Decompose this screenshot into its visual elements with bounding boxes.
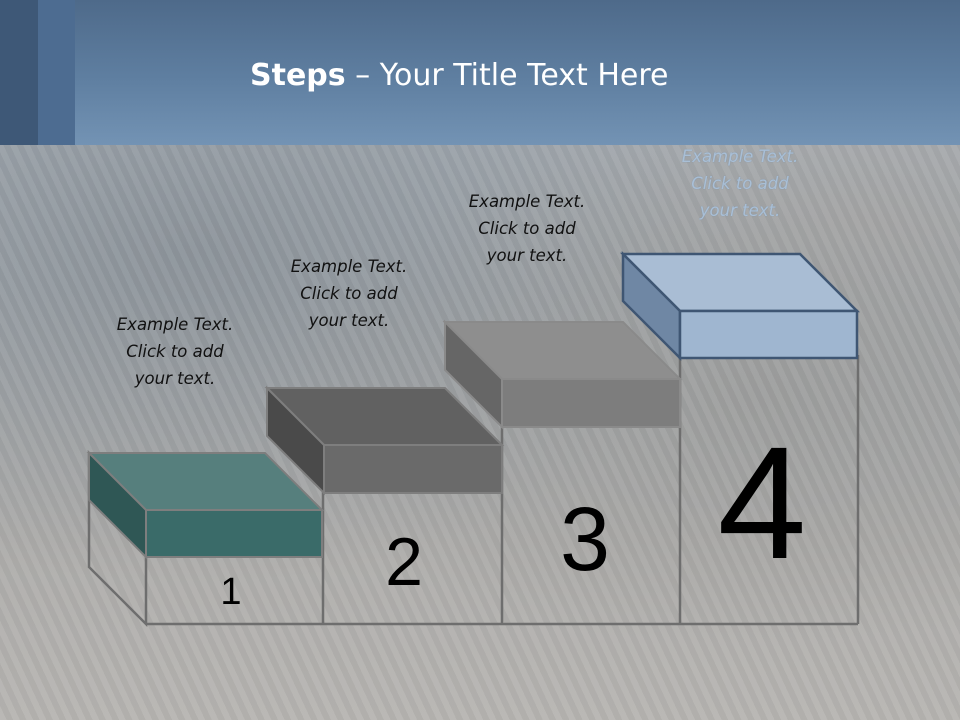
step-caption-2[interactable]: Example Text. Click to add your text. [264, 253, 434, 334]
step-caption-3[interactable]: Example Text. Click to add your text. [442, 188, 612, 269]
accent-band-dark [0, 0, 38, 145]
caption-line: Click to add [478, 219, 576, 238]
caption-line: Example Text. [468, 192, 586, 211]
step-block-3[interactable] [442, 319, 683, 430]
step-block-4-front [678, 309, 859, 360]
step-caption-4[interactable]: Example Text. Click to add your text. [655, 143, 825, 224]
caption-line: Click to add [691, 174, 789, 193]
caption-line: Click to add [126, 342, 224, 361]
accent-band-mid [38, 0, 75, 145]
title-bar: Steps – Your Title Text Here [0, 0, 960, 145]
step-caption-1[interactable]: Example Text. Click to add your text. [90, 311, 260, 392]
step-number-4: 4 [718, 413, 807, 592]
slide-title-bold: Steps [250, 58, 346, 93]
caption-line: your text. [486, 246, 568, 265]
slide-title-rest: – Your Title Text Here [345, 58, 669, 93]
caption-line: Example Text. [116, 315, 234, 334]
slide-title[interactable]: Steps – Your Title Text Here [250, 56, 668, 96]
caption-line: Click to add [300, 284, 398, 303]
step-block-2[interactable] [264, 385, 505, 496]
step-block-3-front [501, 378, 681, 428]
caption-line: your text. [699, 201, 781, 220]
step-block-1[interactable] [86, 450, 325, 560]
caption-line: your text. [308, 311, 390, 330]
caption-line: your text. [134, 369, 216, 388]
caption-line: Example Text. [290, 257, 408, 276]
step-block-2-front [323, 444, 503, 494]
caption-line: Example Text. [681, 147, 799, 166]
step-number-1: 1 [220, 571, 241, 613]
step-block-1-front [145, 509, 323, 558]
step-number-2: 2 [385, 524, 423, 600]
step-number-3: 3 [560, 490, 610, 590]
step-block-4[interactable] [619, 250, 861, 362]
